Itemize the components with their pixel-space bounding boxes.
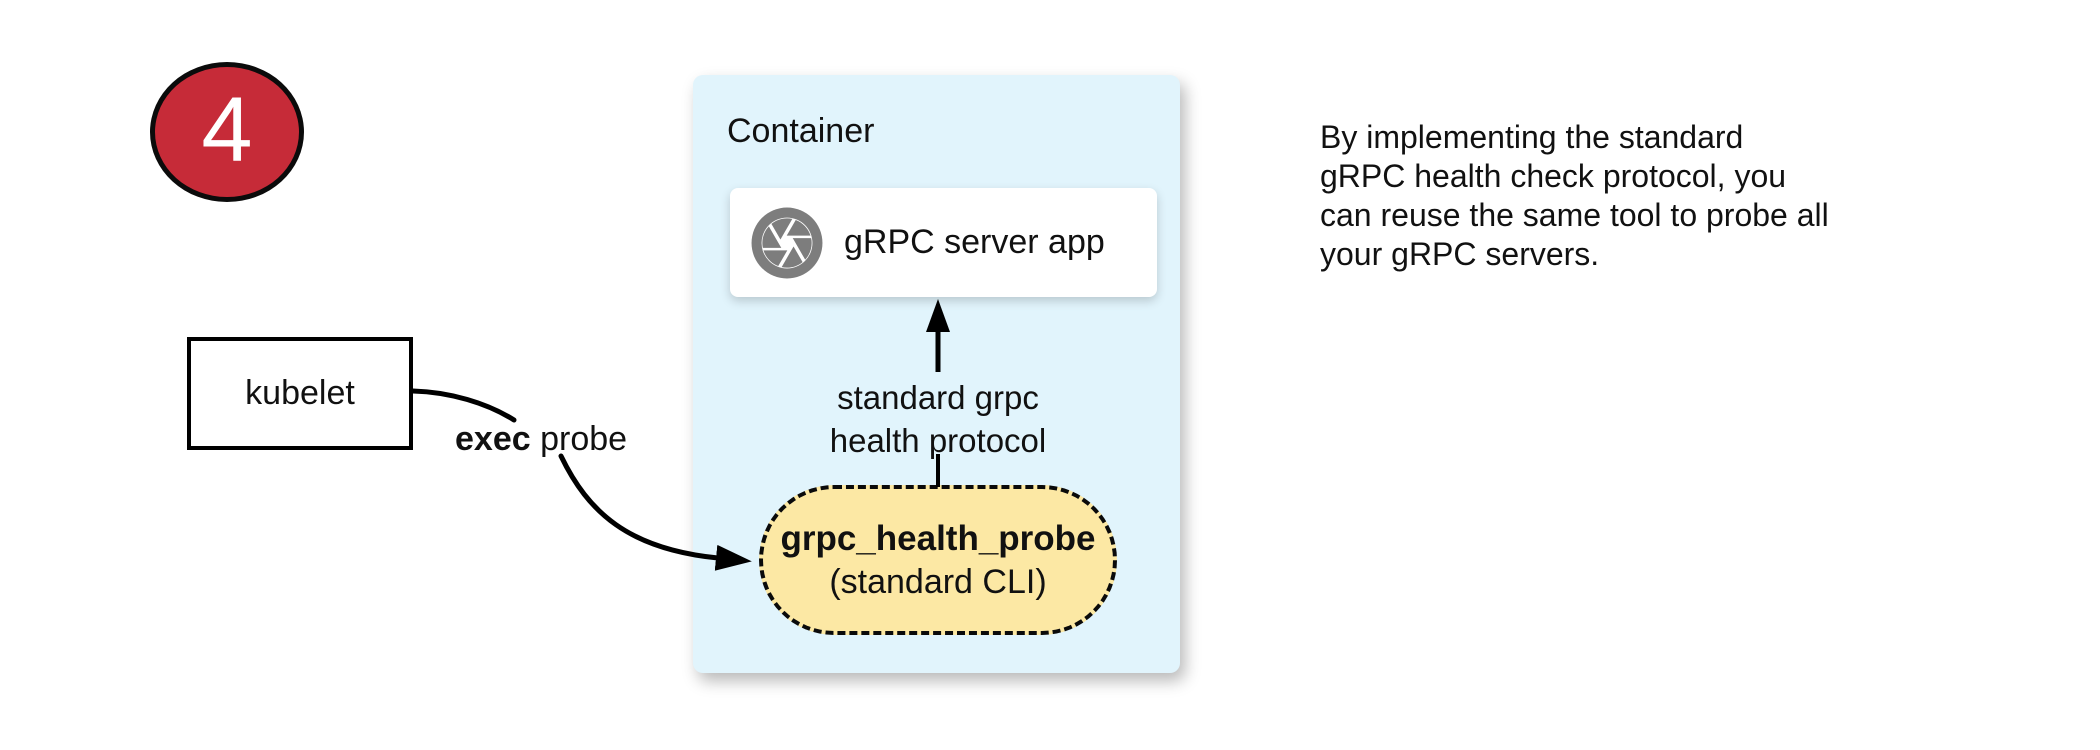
step-number-badge: 4 [150,62,304,202]
grpc-server-box: gRPC server app [730,188,1157,297]
kubelet-box: kubelet [187,337,413,450]
exec-probe-curve-start [410,388,517,423]
note-text: By implementing the standard gRPC health… [1320,119,1829,272]
grpc-server-label: gRPC server app [844,223,1105,261]
step-number: 4 [201,79,253,181]
kubelet-label: kubelet [245,374,355,412]
exec-probe-label-rest: probe [530,420,628,458]
aperture-icon [751,207,823,278]
exec-probe-label-bold: exec [455,420,531,458]
grpc-health-probe-pill: grpc_health_probe (standard CLI) [759,485,1117,635]
probe-pill-subtitle: (standard CLI) [829,563,1047,601]
protocol-label: standard grpc health protocol [829,379,1047,459]
exec-probe-label: exec probe [455,420,627,459]
probe-pill-title: grpc_health_probe [780,519,1096,558]
container-title: Container [727,112,875,150]
